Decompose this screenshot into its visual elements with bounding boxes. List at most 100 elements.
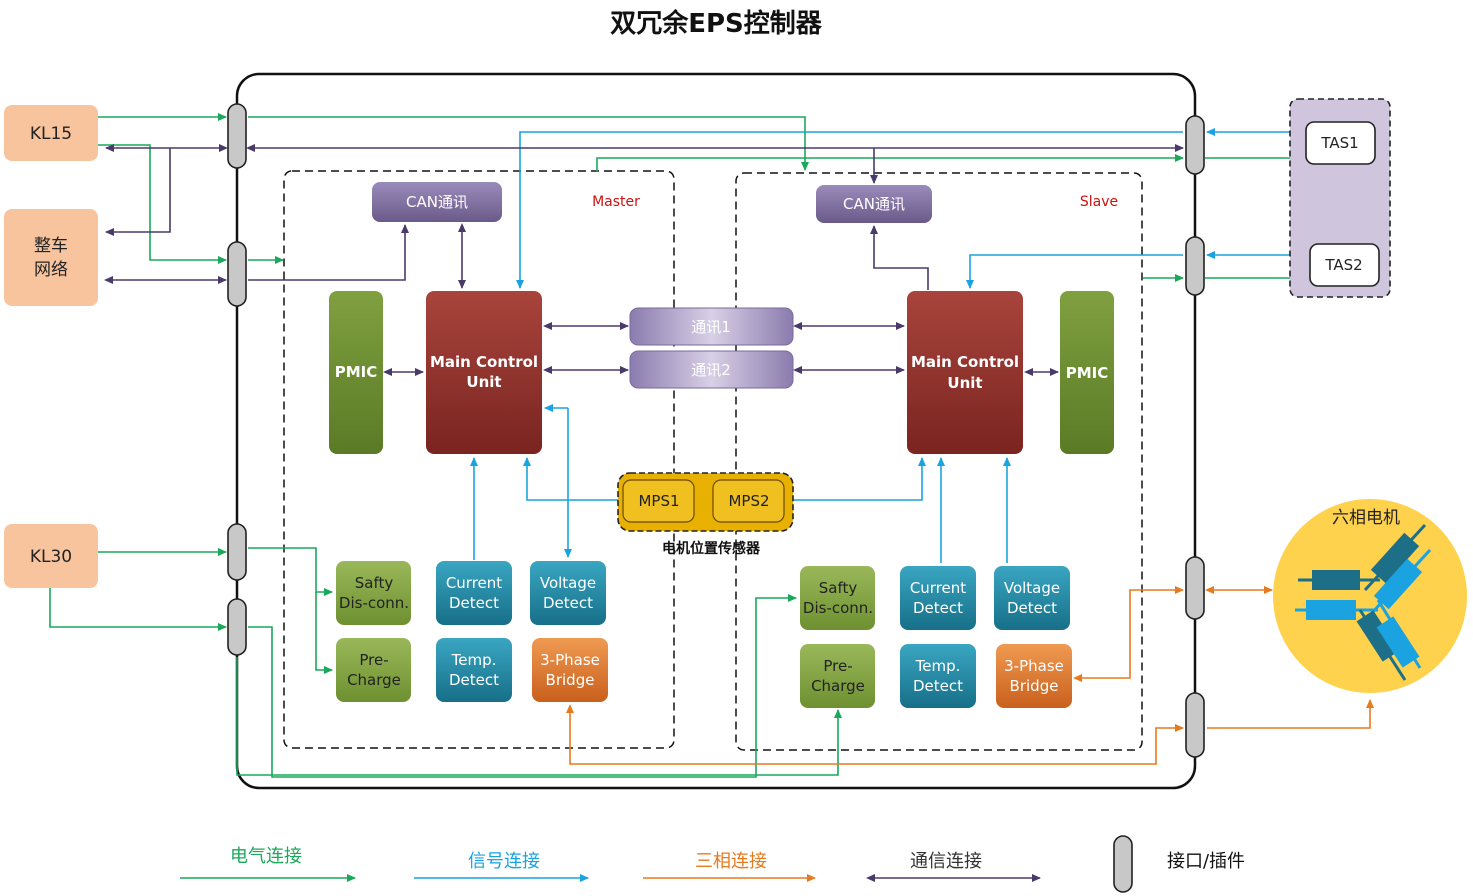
slave-safety-box: Safty Dis-conn. [800,566,875,630]
svg-text:Main Control: Main Control [430,353,538,371]
svg-text:Dis-conn.: Dis-conn. [339,594,409,612]
svg-text:Charge: Charge [811,677,865,695]
connector-kl30-b [227,598,247,656]
slave-temp-box: Temp. Detect [900,644,976,708]
svg-text:Detect: Detect [449,594,499,612]
diagram-title: 双冗余EPS控制器 [610,8,823,39]
master-safety-box: Safty Dis-conn. [336,561,411,625]
legend-connector: 接口/插件 [1113,835,1245,893]
connector-kl15 [227,103,247,169]
comm1-box: 通讯1 [629,307,794,346]
svg-text:通讯1: 通讯1 [691,318,731,336]
motor-position-sensor: MPS1 MPS2 电机位置传感器 [617,472,794,557]
svg-text:通信连接: 通信连接 [910,851,982,872]
slave-can-box: CAN通讯 [816,185,932,223]
connectors [227,103,1205,758]
vehicle-network-box: 整车 网络 [4,209,98,306]
slave-mcu-box: Main Control Unit [907,291,1023,454]
master-voltage-box: Voltage Detect [530,561,606,625]
master-current-box: Current Detect [436,561,512,625]
svg-text:Safty: Safty [819,579,858,597]
svg-text:CAN通讯: CAN通讯 [843,195,905,213]
connector-icon [1113,835,1133,893]
connector-tas1 [1185,115,1205,175]
master-pmic-box: PMIC [329,291,383,454]
svg-text:Unit: Unit [947,374,982,392]
svg-text:Detect: Detect [543,594,593,612]
sensor-caption: 电机位置传感器 [662,540,761,557]
slave-label: Slave [1080,194,1118,210]
svg-text:Current: Current [446,574,502,592]
tas1-box [1305,121,1376,165]
svg-text:PMIC: PMIC [1066,364,1109,382]
svg-text:Detect: Detect [1007,599,1057,617]
svg-text:Temp.: Temp. [451,651,497,669]
svg-text:Bridge: Bridge [546,671,595,689]
master-precharge-box: Pre- Charge [336,638,411,702]
comm2-box: 通讯2 [629,350,794,389]
master-bridge-box: 3-Phase Bridge [532,638,608,702]
slave-region [735,172,1143,751]
master-region [283,170,675,749]
wires [49,113,1374,778]
slave-precharge-box: Pre- Charge [800,644,875,708]
svg-text:Detect: Detect [449,671,499,689]
svg-text:Temp.: Temp. [915,657,961,675]
svg-text:PMIC: PMIC [335,363,378,381]
master-temp-box: Temp. Detect [436,638,512,702]
svg-text:KL15: KL15 [30,124,72,144]
svg-text:MPS1: MPS1 [638,492,679,510]
kl15-box: KL15 [4,105,98,161]
svg-text:3-Phase: 3-Phase [540,651,600,669]
svg-text:Voltage: Voltage [540,574,596,592]
mps1-box [622,479,695,523]
connector-motor-b [1185,692,1205,758]
svg-text:接口/插件: 接口/插件 [1167,851,1245,872]
slave-current-box: Current Detect [900,566,976,630]
svg-text:Detect: Detect [913,599,963,617]
tas-module: TAS1 TAS2 [1289,98,1391,298]
svg-text:CAN通讯: CAN通讯 [406,193,468,211]
svg-text:Pre-: Pre- [359,651,388,669]
slave-bridge-box: 3-Phase Bridge [996,644,1072,708]
svg-text:网络: 网络 [34,260,68,280]
svg-text:Charge: Charge [347,671,401,689]
svg-text:3-Phase: 3-Phase [1004,657,1064,675]
six-phase-motor: 六相电机 [1273,499,1467,693]
svg-text:Detect: Detect [913,677,963,695]
svg-text:信号连接: 信号连接 [468,851,540,872]
legend-three-phase: 三相连接 [643,851,816,882]
legend-electric: 电气连接 [180,846,356,882]
legend-comm: 通信连接 [866,851,1041,882]
master-can-box: CAN通讯 [372,182,502,222]
svg-text:Current: Current [910,579,966,597]
svg-text:Unit: Unit [466,373,501,391]
svg-text:电气连接: 电气连接 [230,846,302,867]
motor-label: 六相电机 [1332,508,1400,528]
svg-text:Main Control: Main Control [911,353,1019,371]
connector-tas2 [1185,236,1205,296]
master-mcu-box: Main Control Unit [426,291,542,454]
connector-kl30-a [227,523,247,581]
legend: 电气连接 信号连接 三相连接 通信连接 接口/插件 [180,835,1245,893]
mps2-box [712,479,785,523]
motor-windings-icon [1295,523,1432,681]
slave-voltage-box: Voltage Detect [994,566,1070,630]
svg-text:Voltage: Voltage [1004,579,1060,597]
svg-text:Pre-: Pre- [823,657,852,675]
svg-text:Dis-conn.: Dis-conn. [803,599,873,617]
slave-pmic-box: PMIC [1060,291,1114,454]
svg-text:Bridge: Bridge [1010,677,1059,695]
svg-text:MPS2: MPS2 [728,492,769,510]
svg-text:KL30: KL30 [30,547,72,567]
kl30-box: KL30 [4,524,98,588]
svg-text:Safty: Safty [355,574,394,592]
master-label: Master [592,194,640,210]
controller-housing [235,72,1197,790]
svg-text:三相连接: 三相连接 [695,851,767,872]
svg-text:整车: 整车 [34,236,68,256]
connector-network [227,241,247,307]
tas2-box [1309,243,1380,287]
svg-text:TAS1: TAS1 [1320,134,1358,152]
